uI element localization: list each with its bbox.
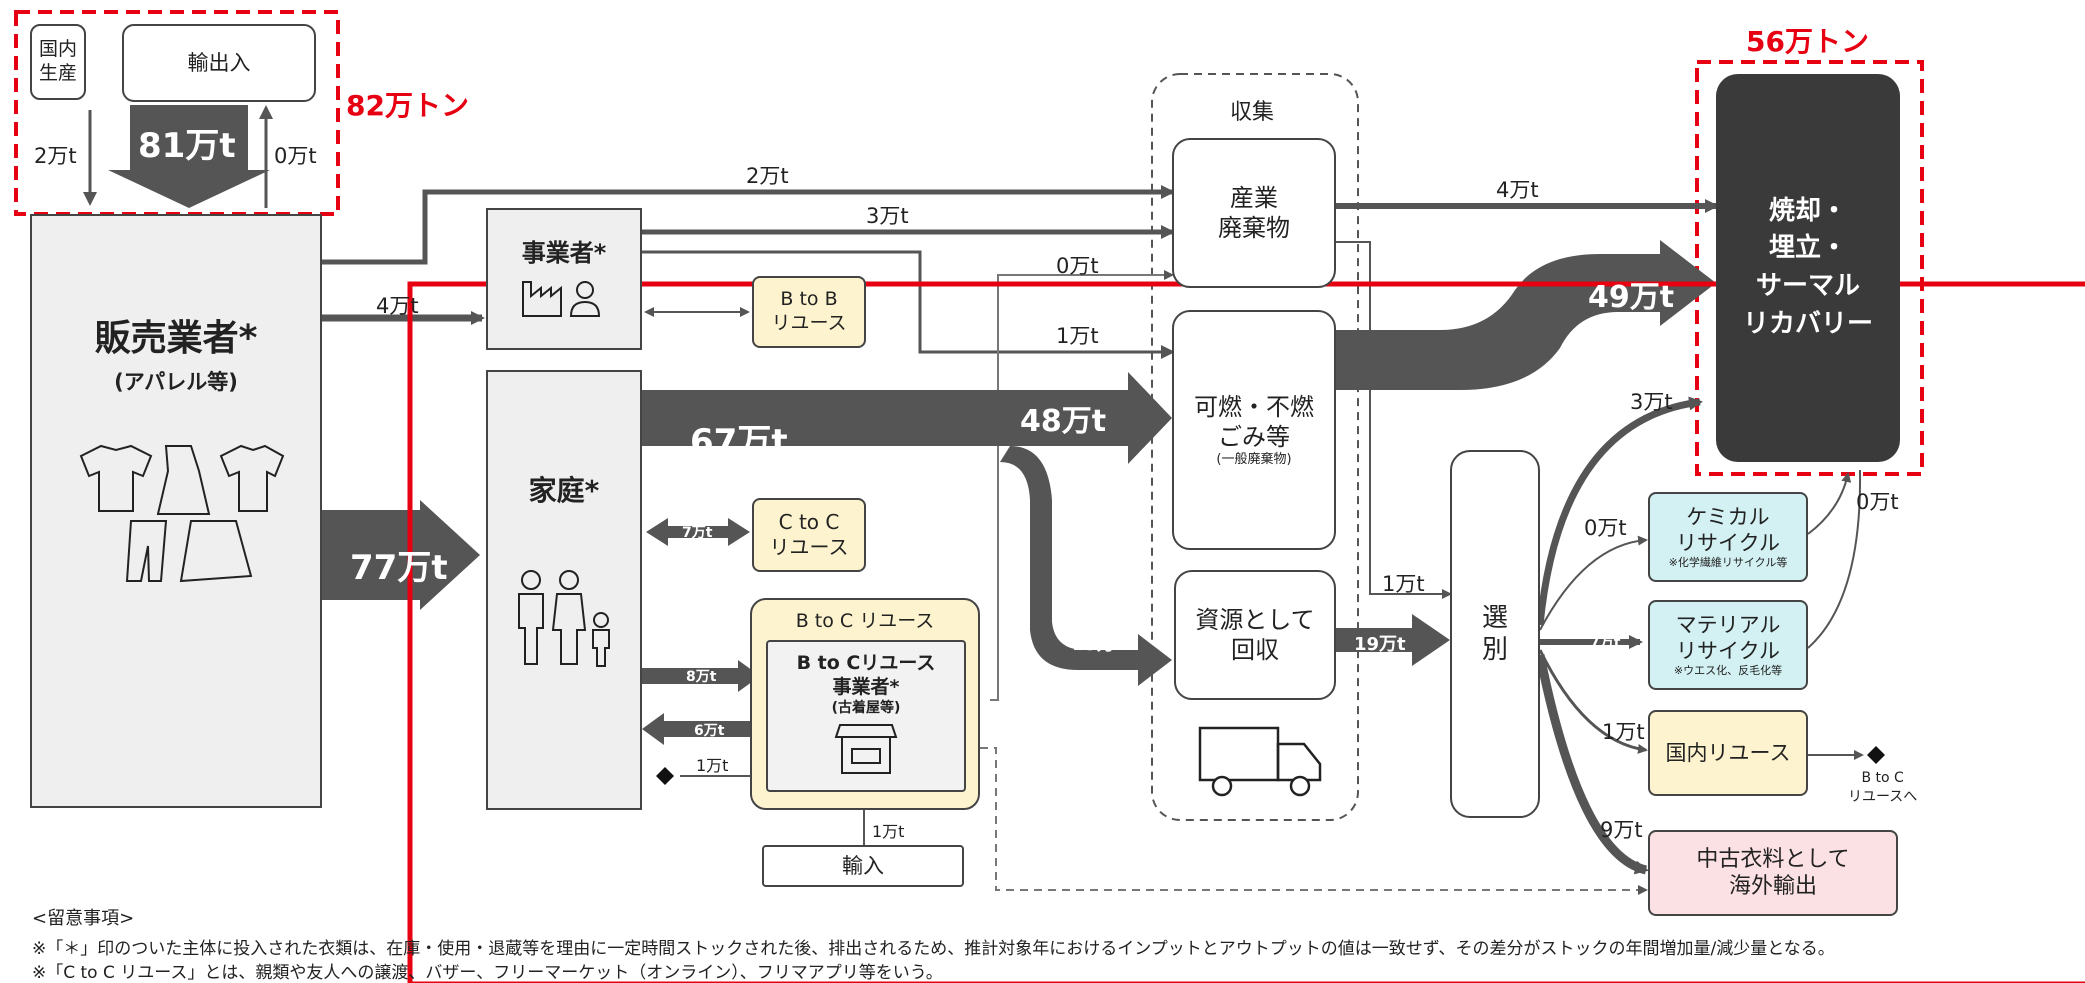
combustible-waste-sub: (一般廃棄物) (1216, 451, 1292, 467)
flow-0-industrial-label: 0万t (1056, 254, 1099, 278)
material-recycle-sub: ※ウエス化、反毛化等 (1673, 664, 1783, 678)
overseas-export-box: 中古衣料として 海外輸出 (1648, 830, 1898, 916)
household-label: 家庭* (528, 473, 600, 507)
flow-1-combustible-label: 1万t (1056, 324, 1099, 348)
industrial-waste-box: 産業 廃棄物 (1172, 138, 1336, 288)
flow-1-diamond-label: 1万t (696, 756, 729, 775)
retailer-label: 販売業者* (94, 318, 258, 360)
flow-3-incineration-label: 3万t (1630, 390, 1673, 414)
flow-3-label: 3万t (866, 204, 909, 228)
business-label: 事業者* (521, 239, 607, 267)
flow-1-import-label: 1万t (872, 822, 905, 841)
import-export-box: 輸出入 (122, 24, 316, 102)
b2c-operator-label: B to Cリユース 事業者* (796, 652, 936, 698)
b2b-reuse-label: B to B リユース (771, 288, 847, 334)
factory-person-icon (522, 281, 601, 317)
household-box: 家庭* (486, 370, 642, 810)
flow-1-reuse-label: 1万t (1602, 720, 1645, 744)
domestic-production-label: 国内 生産 (38, 38, 77, 84)
flow-1-sorting-label: 1万t (1382, 572, 1425, 596)
arrow-67 (642, 372, 1172, 464)
flow-48-label: 48万t (1020, 404, 1107, 439)
retailer-box: 販売業者* (アパレル等) (30, 214, 322, 808)
domestic-reuse-label: 国内リユース (1665, 740, 1791, 765)
b2c-operator-sub: (古着屋等) (831, 699, 901, 716)
incineration-label: 焼却・ 埋立・ サーマル リカバリー (1742, 195, 1873, 339)
chemical-recycle-label: ケミカル リサイクル (1676, 504, 1780, 556)
import-export-label: 輸出入 (187, 50, 251, 75)
flow-7-c2c-label: 7万t (682, 525, 713, 541)
flow-4-incineration-label: 4万t (1496, 178, 1539, 202)
material-recycle-box: マテリアル リサイクル ※ウエス化、反毛化等 (1648, 600, 1808, 690)
flow-77-label: 77万t (350, 548, 448, 588)
domestic-reuse-box: 国内リユース (1648, 710, 1808, 796)
flow-19b-label: 19万t (1354, 634, 1406, 655)
domestic-production-box: 国内 生産 (30, 24, 86, 100)
combustible-waste-box: 可燃・不燃 ごみ等 (一般廃棄物) (1172, 310, 1336, 550)
import-box: 輸入 (762, 845, 964, 887)
sorting-box: 選 別 (1450, 450, 1540, 818)
flow-0-recycle-label: 0万t (1856, 490, 1899, 514)
flow-81-label: 81万t (138, 126, 236, 166)
c2c-reuse-box: C to C リユース (752, 498, 866, 572)
notes-heading: <留意事項> (32, 908, 135, 929)
clothing-icon (79, 444, 285, 582)
collection-group-frame (1151, 73, 1359, 821)
combustible-waste-label: 可燃・不燃 ごみ等 (1194, 392, 1314, 451)
flow-8-label: 8万t (686, 669, 717, 685)
incineration-box: 焼却・ 埋立・ サーマル リカバリー (1716, 74, 1900, 462)
collection-label: 収集 (1230, 100, 1275, 125)
input-total-label: 82万トン (346, 89, 469, 122)
diamond-icon (656, 767, 674, 785)
flow-0-export-label: 0万t (274, 144, 317, 168)
chemical-recycle-sub: ※化学繊維リサイクル等 (1668, 556, 1788, 570)
chemical-recycle-box: ケミカル リサイクル ※化学繊維リサイクル等 (1648, 492, 1808, 582)
flow-9-label: 9万t (1600, 818, 1643, 842)
industrial-waste-label: 産業 廃棄物 (1218, 184, 1290, 242)
b2c-operator-box: B to Cリユース 事業者* (古着屋等) (766, 640, 966, 792)
truck-icon (1198, 726, 1322, 797)
b2c-group-label: B to C リユース (795, 610, 935, 632)
material-recycle-label: マテリアル リサイクル (1675, 612, 1781, 664)
flow-2-domestic-label: 2万t (34, 144, 77, 168)
arrow-81 (108, 105, 270, 208)
diamond-icon-right (1867, 746, 1885, 764)
c2c-reuse-label: C to C リユース (769, 510, 849, 559)
notes-line-2: ※「C to C リユース」とは、親類や友人への譲渡、バザー、フリーマーケット（… (32, 963, 943, 983)
family-icon (518, 569, 610, 667)
to-b2c-label: B to C リユースへ (1848, 770, 1918, 805)
flow-67-label: 67万t (690, 422, 788, 462)
sorting-label: 選 別 (1481, 602, 1508, 666)
notes-line-1: ※「＊」印のついた主体に投入された衣類は、在庫・使用・退蔵等を理由に一定時間スト… (32, 939, 1835, 959)
overseas-export-label: 中古衣料として 海外輸出 (1696, 846, 1850, 900)
arrow-49 (1336, 240, 1716, 390)
output-total-label: 56万トン (1746, 25, 1869, 58)
flow-6-label: 6万t (694, 723, 725, 739)
shop-icon (834, 724, 898, 774)
flow-19a-label: 19万t (1072, 634, 1124, 655)
resource-collection-label: 資源として 回収 (1195, 606, 1315, 664)
flow-2-top-label: 2万t (746, 164, 789, 188)
import-label: 輸入 (842, 853, 884, 878)
business-box: 事業者* (486, 208, 642, 350)
flow-4-business-label: 4万t (376, 294, 419, 318)
output-total-frame (1695, 60, 1924, 476)
arrow-77 (322, 500, 480, 610)
flow-0-chemical-label: 0万t (1584, 516, 1627, 540)
resource-collection-box: 資源として 回収 (1174, 570, 1336, 700)
flow-49-label: 49万t (1588, 280, 1675, 315)
retailer-sub: (アパレル等) (114, 370, 238, 395)
b2b-reuse-box: B to B リユース (752, 276, 866, 348)
flow-7-material-label: 7万t (1590, 635, 1621, 651)
